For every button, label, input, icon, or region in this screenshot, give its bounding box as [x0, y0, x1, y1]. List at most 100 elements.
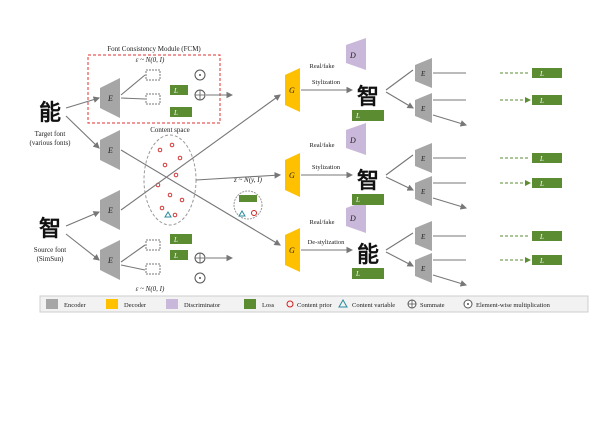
- noise-top-label: ε ~ N(0, I): [136, 56, 165, 64]
- target-font-glyph: 能: [39, 100, 61, 126]
- loss-pixel-out-mid-label: L: [355, 196, 360, 204]
- content-prior-points: [155, 142, 185, 218]
- loss-pixel-out-bottom-label: L: [355, 270, 360, 278]
- legend-content-variable-label: Content variable: [352, 302, 395, 309]
- loss-pixel-top: [170, 107, 192, 117]
- generator-gx-label: G: [289, 246, 295, 255]
- encoder-ef-source: [100, 240, 120, 280]
- legend-loss-swatch: [244, 299, 256, 309]
- mu-box-top: [145, 93, 161, 105]
- generator-gy-mid-label: G: [289, 171, 295, 180]
- svg-text:L: L: [539, 97, 544, 105]
- stylization-label-mid: Stylization: [312, 164, 341, 171]
- legend-encoder-swatch: [46, 299, 58, 309]
- target-font-label: Target font: [35, 130, 66, 138]
- right-encoder-group-top: E E L L: [385, 58, 562, 125]
- loss-kl-top-label: L: [173, 87, 178, 95]
- encoder-ef-target-label: E: [107, 94, 113, 103]
- content-variable-point: [164, 211, 172, 218]
- stylization-label-top: Stylization: [312, 79, 341, 86]
- legend-decoder-label: Decoder: [124, 302, 147, 309]
- legend-content-prior-icon: [286, 300, 294, 308]
- legend-summate-label: Summate: [420, 302, 445, 309]
- arrow-ec-source-to-gy: [120, 94, 281, 211]
- fcm-box: [87, 54, 221, 124]
- svg-text:E: E: [420, 233, 426, 241]
- encoder-ec-source-label: E: [107, 206, 113, 215]
- svg-text:E: E: [420, 105, 426, 113]
- output-glyph-mid: 智: [357, 168, 379, 194]
- legend-decoder-swatch: [106, 299, 118, 309]
- arrow-mid-to-gy: [195, 172, 282, 181]
- real-fake-label-top: Real/fake: [310, 63, 335, 70]
- sigma-box-top: [145, 69, 161, 81]
- svg-text:E: E: [420, 188, 426, 196]
- arrow-target-ef: [65, 96, 101, 109]
- content-space-label: Content space: [150, 126, 189, 134]
- real-fake-label-mid: Real/fake: [310, 142, 335, 149]
- arrow-ec-target-to-gx: [120, 149, 281, 246]
- output-glyph-bottom: 能: [357, 242, 379, 268]
- discriminator-dy-top-label: D: [349, 51, 356, 60]
- loss-pixel-out-top: [352, 110, 384, 121]
- loss-kl-bottom-label: L: [173, 252, 178, 260]
- inset-circle: [233, 190, 263, 220]
- right-encoder-group-mid: E E L L: [385, 143, 562, 208]
- encoder-ec-source: [100, 190, 120, 230]
- destylization-label: De-stylization: [308, 239, 346, 246]
- discriminator-dy-mid: [346, 123, 366, 155]
- arrow-source-ec: [65, 211, 101, 227]
- encoder-ef-target: [100, 78, 120, 118]
- content-space-ellipse: [143, 134, 197, 226]
- svg-text:L: L: [539, 233, 544, 241]
- legend-discriminator-swatch: [166, 299, 178, 309]
- svg-text:L: L: [539, 155, 544, 163]
- svg-text:L: L: [539, 257, 544, 265]
- noise-bottom-label: ε ~ N(0, I): [136, 285, 165, 293]
- source-font-sublabel: (SimSun): [37, 255, 65, 263]
- arrow-ef-to-stats-top: [120, 74, 146, 100]
- loss-pixel-bottom-label: L: [173, 236, 178, 244]
- generator-gy-mid: [285, 153, 300, 197]
- loss-pixel-out-mid: [352, 194, 384, 205]
- real-fake-label-bottom: Real/fake: [310, 219, 335, 226]
- sigma-box-bottom: [145, 263, 161, 275]
- discriminator-dy-mid-label: D: [349, 136, 356, 145]
- loss-pixel-out-bottom: [352, 268, 384, 279]
- loss-inset: [239, 195, 257, 202]
- svg-text:E: E: [420, 155, 426, 163]
- generator-gy-top: [285, 68, 300, 112]
- discriminator-dx: [346, 201, 366, 233]
- loss-pixel-out-top-label: L: [355, 112, 360, 120]
- svg-text:L: L: [539, 180, 544, 188]
- discriminator-dy-top: [346, 38, 366, 70]
- mu-box-bottom: [145, 239, 161, 251]
- loss-pixel-top-label: L: [173, 109, 178, 117]
- loss-kl-bottom: [170, 250, 188, 260]
- legend-multiply-label: Element-wise multiplication: [476, 302, 551, 309]
- legend-content-prior-label: Content prior: [297, 302, 333, 309]
- output-glyph-top: 智: [357, 84, 379, 110]
- legend-encoder-label: Encoder: [64, 302, 86, 309]
- svg-text:E: E: [420, 265, 426, 273]
- encoder-ef-source-label: E: [107, 256, 113, 265]
- arrow-source-ef: [65, 233, 100, 261]
- encoder-ec-target: [100, 130, 120, 170]
- right-encoder-group-bottom: E E L L: [385, 221, 562, 285]
- loss-pixel-bottom: [170, 234, 192, 244]
- generator-gy-top-label: G: [289, 86, 295, 95]
- arrow-ef-to-stats-bottom: [120, 244, 146, 271]
- legend-loss-label: Loss: [262, 302, 275, 309]
- legend-content-variable-icon: [338, 298, 348, 308]
- discriminator-dx-label: D: [349, 214, 356, 223]
- noise-mid-label: z ~ N(y, I): [233, 176, 263, 184]
- generator-gx: [285, 228, 300, 272]
- fcm-title: Font Consistency Module (FCM): [107, 45, 201, 53]
- svg-text:L: L: [539, 70, 544, 78]
- legend-discriminator-label: Discriminator: [184, 302, 221, 309]
- loss-kl-top: [170, 85, 188, 95]
- target-font-sublabel: (various fonts): [29, 139, 71, 147]
- encoder-ec-target-label: E: [107, 146, 113, 155]
